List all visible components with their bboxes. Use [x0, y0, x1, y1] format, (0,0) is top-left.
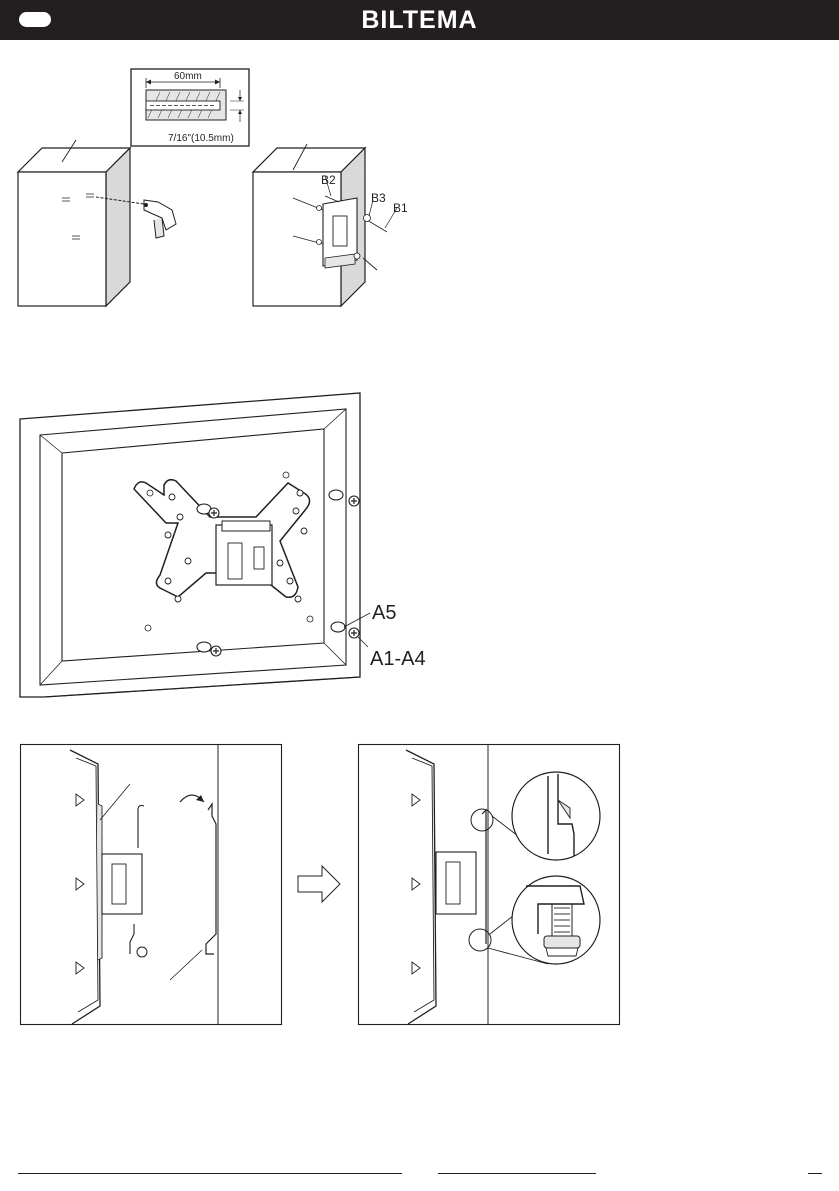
- footer-rule-right: [808, 1173, 822, 1174]
- wall-drilling-diagram: [10, 140, 200, 310]
- right-arrow-icon: [296, 864, 342, 904]
- hang-tv-before-panel: [20, 744, 282, 1025]
- hang-tv-after-panel: [358, 744, 620, 1025]
- drill-depth-label: 60mm: [174, 71, 202, 82]
- part-label-b3: B3: [371, 191, 386, 205]
- part-label-a1-a4: A1-A4: [370, 648, 426, 670]
- footer-rule-left: [18, 1173, 402, 1174]
- part-label-a5: A5: [372, 602, 396, 624]
- brand-logo: BILTEMA: [0, 0, 839, 40]
- footer-rule-middle: [438, 1173, 596, 1174]
- wall-plate-mounting-diagram: B2 B3 B1: [245, 140, 425, 310]
- tv-back-plate-diagram: A5 A1-A4: [18, 385, 438, 705]
- drill-depth-diagram: 60mm 7/16"(10.5mm): [130, 68, 250, 148]
- header-bar: BILTEMA: [0, 0, 839, 40]
- part-label-b1: B1: [393, 201, 408, 215]
- part-label-b2: B2: [321, 173, 336, 187]
